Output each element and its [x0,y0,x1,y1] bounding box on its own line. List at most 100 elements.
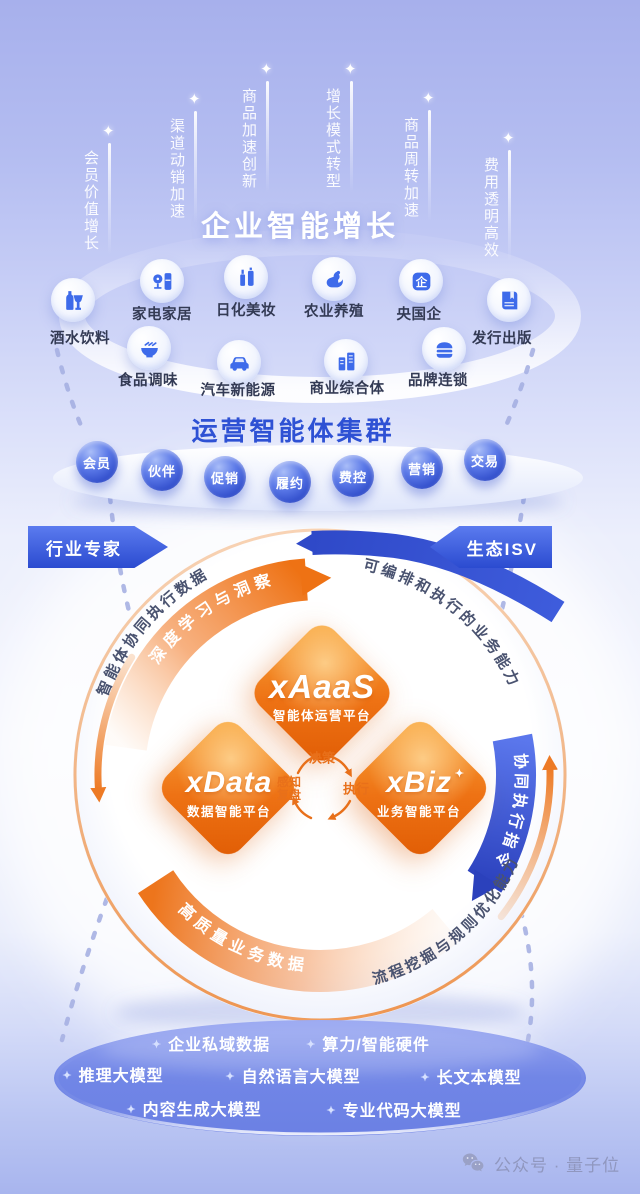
foundation-item-content-gen-model: ✦内容生成大模型 [126,1102,262,1119]
growth-label-text: 会员价值增长 [82,150,99,252]
cycle-label-execution: 执行 [342,781,370,797]
diamond-bullet-icon: ✦ [420,1072,431,1084]
xaaas-platform: xAaaS 智能体运营平台 [269,668,375,724]
xdata-subtitle: 数据智能平台 [186,805,271,819]
xbiz-platform: xBiz✦ 业务智能平台 [376,768,464,820]
band-quality-data [137,870,460,992]
rooster-icon [312,257,356,301]
book-icon [487,278,531,322]
xbiz-name: xBiz✦ [377,768,464,798]
sparkle-icon: ✦ [188,91,201,108]
agent-sphere-partner: 伙伴 [141,449,183,491]
agents-platform [53,445,583,511]
sparkle-icon: ✦ [260,61,273,78]
industry-label: 日化美妆 [216,303,276,319]
ecosystem-isv-arrow: 生态ISV [430,526,552,568]
growth-line [194,111,197,223]
xdata-name: xData [185,766,273,799]
core-circle [73,528,567,1022]
growth-label-text: 增长模式转型 [324,88,341,190]
diamond-bullet-icon: ✦ [225,1071,236,1083]
foundation-item-long-text-model: ✦长文本模型 [420,1070,522,1087]
bowl-icon [127,326,171,370]
sparkle-icon: ✦ [502,130,515,147]
growth-label-channel: ✦ 渠道动销加速 [162,91,214,248]
car-icon [217,340,261,384]
cycle-review-text: 复盘 [276,788,302,802]
industry-label: 发行出版 [472,331,532,347]
foundation-item-private-data: ✦企业私域数据 [151,1037,271,1054]
agent-sphere-promotion: 促销 [204,456,246,498]
band-deep-learning [105,558,332,751]
building-icon [324,339,368,383]
cycle-label-perception-review: 感知 复盘 [277,776,301,802]
xaaas-name: xAaaS [269,668,375,705]
diamond-bullet-icon: ✦ [151,1039,163,1051]
agent-sphere-marketing: 营销 [401,447,443,489]
foundation-item-reasoning-model: ✦推理大模型 [62,1068,164,1085]
outer-arrow-right [497,755,558,921]
diamond-bullet-icon: ✦ [126,1104,137,1116]
diamond-bullet-icon: ✦ [326,1105,337,1117]
growth-label-turnover: ✦ 商品周转加速 [396,90,448,247]
industry-label: 央国企 [396,307,442,323]
growth-line [108,143,111,255]
burger-icon [422,327,466,371]
cycle-perception-text: 感知 [276,775,302,789]
growth-label-growth-model: ✦ 增长模式转型 [318,61,370,218]
sparkle-icon: ✦ [102,123,115,140]
foundation-item-compute-hardware: ✦算力/智能硬件 [306,1037,430,1054]
foundation-item-code-model: ✦专业代码大模型 [326,1103,462,1120]
footer-credit-text: 公众号 · 量子位 [494,1155,621,1175]
growth-line [508,150,511,262]
industry-label: 品牌连锁 [408,373,468,389]
agent-sphere-member: 会员 [76,441,118,483]
foundation-item-nlp-model: ✦自然语言大模型 [225,1069,361,1086]
industry-label: 酒水饮料 [50,331,110,347]
industry-expert-label: 行业专家 [46,539,122,559]
growth-label-text: 渠道动销加速 [168,118,185,220]
sparkle-icon: ✦ [454,768,466,780]
industry-expert-arrow: 行业专家 [28,526,168,568]
agent-sphere-fulfillment: 履约 [269,461,311,503]
footer-credit: 公众号 · 量子位 [460,1150,620,1176]
cycle-label-decision: 决策 [308,750,336,766]
sparkle-icon: ✦ [422,90,435,107]
enterprise-icon: 企 [399,259,443,303]
industry-label: 商业综合体 [309,381,385,397]
growth-line [428,110,431,222]
growth-line [350,81,353,193]
outer-arrow-left [90,653,136,803]
xdata-platform: xData 数据智能平台 [186,768,273,820]
industry-label: 食品调味 [118,373,178,389]
sparkle-icon: ✦ [344,61,357,78]
growth-label-text: 商品周转加速 [402,117,419,219]
svg-text:企: 企 [414,275,427,289]
appliance-icon [140,259,184,303]
foundation-highlight [100,1022,540,1074]
xbiz-subtitle: 业务智能平台 [376,805,462,819]
agent-sphere-trade: 交易 [464,439,506,481]
growth-label-cost-efficiency: ✦ 费用透明高效 [476,130,528,287]
wine-bottle-icon [51,278,95,322]
growth-label-text: 费用透明高效 [482,157,499,259]
industry-label: 汽车新能源 [200,383,276,399]
diamond-bullet-icon: ✦ [62,1070,73,1082]
cosmetics-icon [224,255,268,299]
industry-label: 家电家居 [132,307,192,323]
cycle-arrows [292,754,352,820]
cluster-title: 运营智能体集群 [191,416,395,446]
wechat-icon [462,1153,484,1172]
industry-label: 农业养殖 [304,304,364,320]
growth-label-product-innovation: ✦ 商品加速创新 [234,61,286,218]
xaaas-subtitle: 智能体运营平台 [272,709,371,723]
isv-inflow-band [296,530,565,623]
agent-sphere-expense: 费控 [332,455,374,497]
page-title: 企业智能增长 [200,211,400,243]
band-collab-command [467,733,536,901]
growth-line [266,81,269,193]
growth-label-text: 商品加速创新 [240,88,257,190]
growth-label-member-value: ✦ 会员价值增长 [76,123,128,280]
diamond-bullet-icon: ✦ [306,1039,317,1051]
